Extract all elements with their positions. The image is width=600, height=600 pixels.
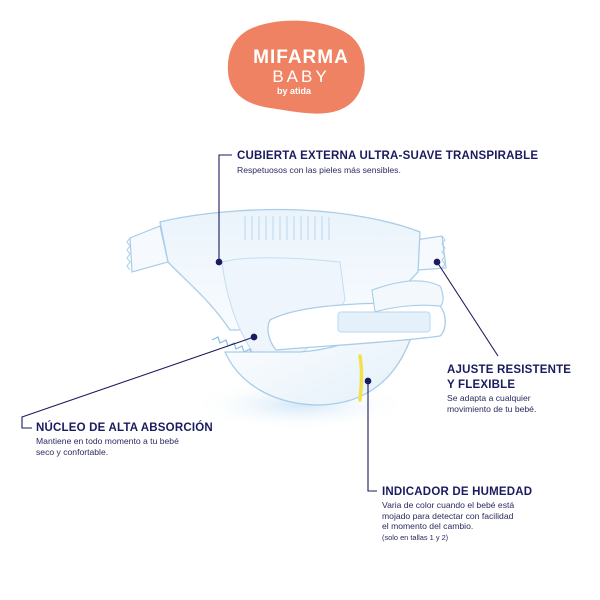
callout-indicator-description-line2: mojado para detectar con facilidad	[382, 510, 514, 521]
logo-brand-line1: MIFARMA	[253, 47, 349, 68]
wetness-indicator-strip	[358, 354, 364, 402]
callout-indicator-note: (solo en tallas 1 y 2)	[382, 532, 449, 542]
callout-core-description-line2: seco y confortable.	[36, 446, 109, 457]
front-landing-tape	[337, 311, 431, 333]
callout-cover-description: Respetuosos con las pieles más sensibles…	[237, 165, 401, 175]
callout-cover-title: CUBIERTA EXTERNA ULTRA-SUAVE TRANSPIRABL…	[237, 150, 539, 162]
waistband-ribs	[244, 216, 330, 240]
right-wrap	[371, 280, 444, 313]
callout-wetness-indicator: INDICADOR DE HUMEDAD Varia de color cuan…	[382, 485, 582, 543]
callout-indicator-description-line1: Varia de color cuando el bebé está	[382, 500, 515, 510]
callout-core-title: NÚCLEO DE ALTA ABSORCIÓN	[36, 422, 213, 434]
brand-logo: MIFARMA BABY by atida	[235, 48, 367, 97]
callout-fit-description-line2: movimiento de tu bebé.	[447, 403, 537, 414]
logo-blob	[227, 20, 365, 114]
right-tab-zigzag	[441, 235, 446, 269]
callout-indicator-description-line3: el momento del cambio.	[382, 521, 474, 531]
callout-core-description-line1: Mantiene en todo momento a tu bebé	[36, 436, 179, 446]
logo-brand-line2: BABY	[272, 67, 330, 86]
callout-fit-title-line1: AJUSTE RESISTENTE	[447, 364, 572, 376]
callout-fit: AJUSTE RESISTENTE Y FLEXIBLE Se adapta a…	[447, 363, 592, 414]
callout-core: NÚCLEO DE ALTA ABSORCIÓN Mantiene en tod…	[36, 421, 236, 457]
callout-outer-cover: CUBIERTA EXTERNA ULTRA-SUAVE TRANSPIRABL…	[237, 149, 567, 176]
left-tab-zigzag	[126, 237, 131, 271]
callout-indicator-title: INDICADOR DE HUMEDAD	[382, 486, 533, 498]
logo-brand-line3: by atida	[277, 86, 312, 96]
callout-fit-description-line1: Se adapta a cualquier	[447, 393, 531, 403]
callout-leaders	[21, 154, 499, 492]
callout-fit-title-line2: Y FLEXIBLE	[447, 379, 516, 391]
